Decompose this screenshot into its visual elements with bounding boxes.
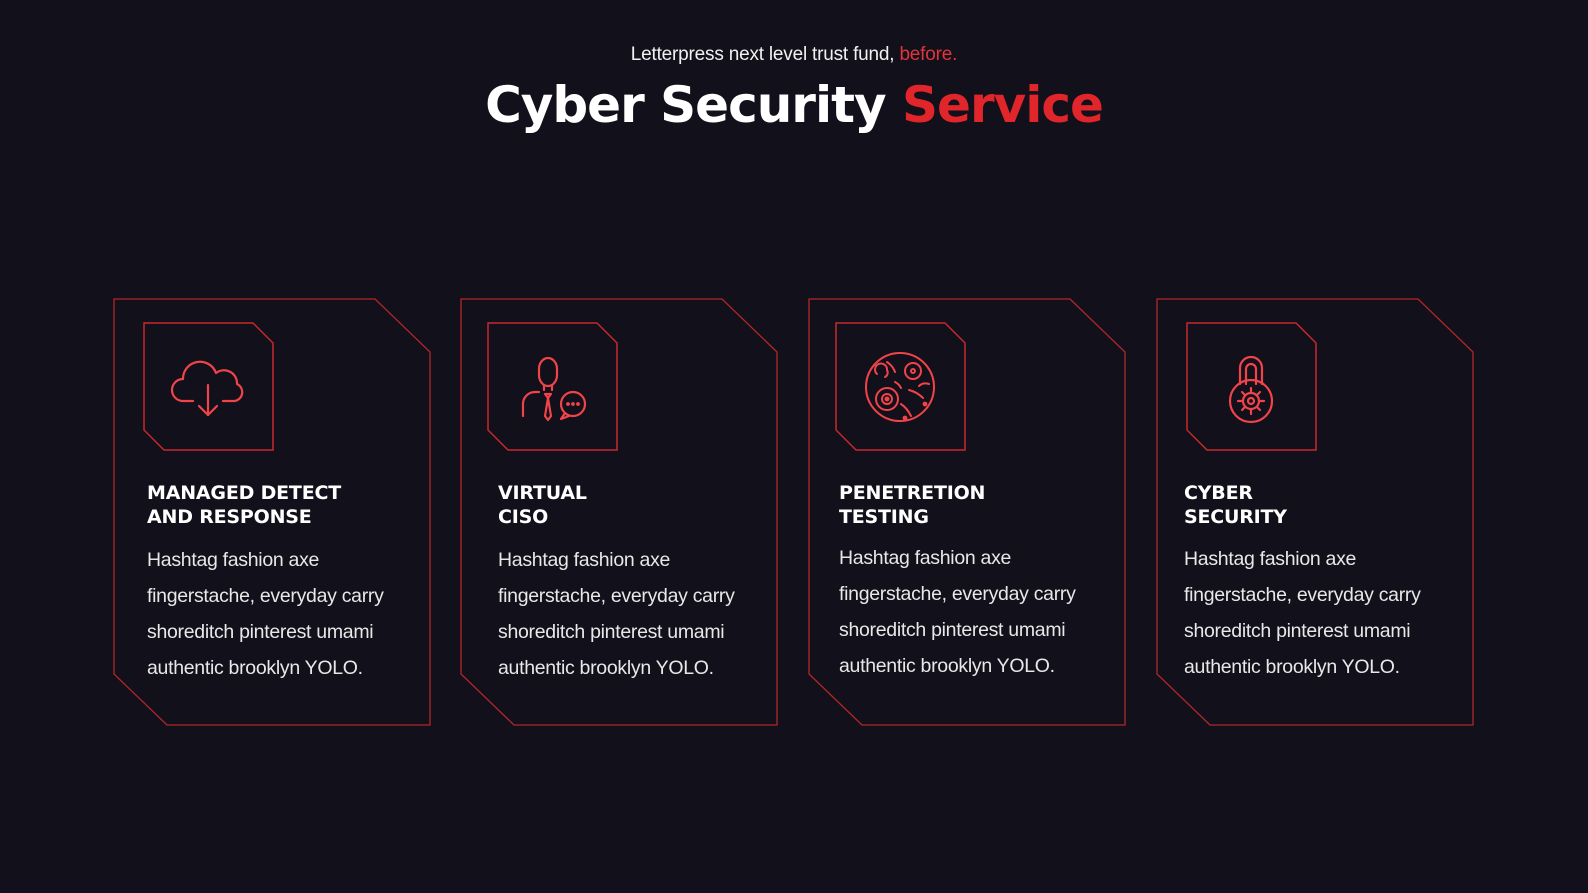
padlock-gear-icon: [1228, 355, 1274, 424]
slide-subtitle: Letterpress next level trust fund, befor…: [0, 44, 1588, 66]
card-title: VIRTUAL CISO: [498, 482, 587, 528]
slide-title: Cyber Security Service: [0, 76, 1588, 134]
title-accent: Service: [902, 76, 1104, 134]
card-body: Hashtag fashion axe fingerstache, everyd…: [839, 547, 1076, 677]
icon-box: [1186, 322, 1317, 451]
icon-box: [487, 322, 618, 451]
card-body: Hashtag fashion axe fingerstache, everyd…: [498, 549, 735, 679]
card-body: Hashtag fashion axe fingerstache, everyd…: [1184, 548, 1421, 678]
card-title: PENETRETION TESTING: [839, 482, 986, 528]
service-card-penetration-testing: PENETRETION TESTING Hashtag fashion axe …: [808, 298, 1126, 726]
card-frame: [113, 298, 431, 726]
service-card-cyber-security: CYBER SECURITY Hashtag fashion axe finge…: [1156, 298, 1474, 726]
card-title: CYBER SECURITY: [1184, 482, 1287, 528]
card-frame: [460, 298, 778, 726]
card-frame: [808, 298, 1126, 726]
consultant-chat-icon: [521, 356, 587, 422]
subtitle-text: Letterpress next level trust fund,: [630, 44, 895, 65]
virus-globe-icon: [865, 352, 935, 422]
cloud-download-icon: [170, 360, 244, 417]
service-card-virtual-ciso: VIRTUAL CISO Hashtag fashion axe fingers…: [460, 298, 778, 726]
icon-box: [835, 322, 966, 451]
card-body: Hashtag fashion axe fingerstache, everyd…: [147, 549, 384, 679]
card-title: MANAGED DETECT AND RESPONSE: [147, 482, 341, 528]
service-card-managed-detect: MANAGED DETECT AND RESPONSE Hashtag fash…: [113, 298, 431, 726]
icon-box: [143, 322, 274, 451]
card-frame: [1156, 298, 1474, 726]
subtitle-accent: before.: [899, 44, 958, 65]
title-text: Cyber Security: [485, 76, 887, 134]
